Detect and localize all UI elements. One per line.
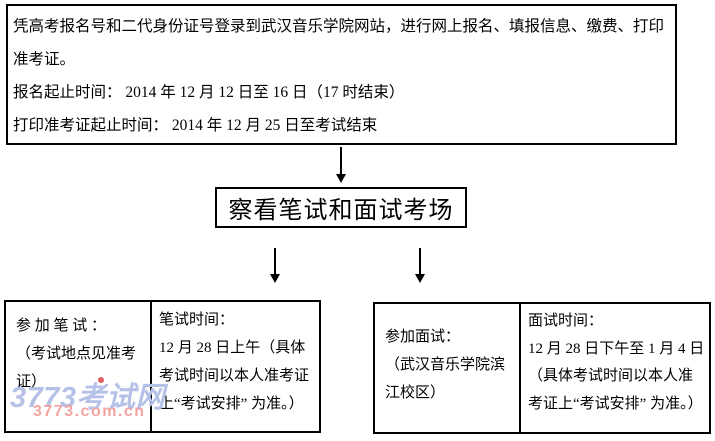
exam-room-check-box: 察看笔试和面试考场 — [215, 187, 467, 228]
watermark-dot-icon — [98, 377, 104, 383]
arrow-down-line — [340, 147, 342, 175]
signup-period-line: 报名起止时间： 2014 年 12 月 12 日至 16 日（17 时结束） — [13, 84, 405, 101]
written-exam-table: 参 加 笔 试 ： （考试地点见准考 证） 笔试时间： 12 月 28 日上午（… — [4, 300, 321, 433]
interview-participate-line: （武汉音乐学院滨 — [385, 357, 506, 373]
watermark-logo: 3773考试网 — [10, 382, 166, 414]
registration-instruction-line: 凭高考报名号和二代身份证号登录到武汉音乐学院网站，进行网上报名、填报信息、缴费、… — [13, 18, 665, 35]
interview-participate-line: 江校区） — [385, 385, 446, 401]
interview-time-line: 考证上“考试安排” 为准。） — [528, 395, 703, 412]
arrow-down-head-icon — [270, 274, 280, 283]
arrow-down-head-icon — [336, 174, 346, 183]
watermark-url: 3773.com.cn — [33, 403, 146, 420]
written-exam-time-line: 12 月 28 日上午（具体 — [159, 340, 306, 356]
exam-room-check-label: 察看笔试和面试考场 — [228, 198, 454, 224]
interview-time-cell: 面试时间： 12 月 28 日下午至 1 月 4 日 （具体考试时间以本人准 考… — [519, 304, 709, 432]
registration-info-box: 凭高考报名号和二代身份证号登录到武汉音乐学院网站，进行网上报名、填报信息、缴费、… — [6, 4, 677, 145]
print-ticket-period-line: 打印准考证起止时间： 2014 年 12 月 25 日至考试结束 — [13, 117, 378, 134]
written-exam-participate-cell: 参 加 笔 试 ： （考试地点见准考 证） — [6, 302, 150, 431]
written-exam-participate-line: 证） — [16, 374, 47, 390]
written-exam-time-cell: 笔试时间： 12 月 28 日上午（具体 考试时间以本人准考证 上“考试安排” … — [150, 302, 319, 431]
written-exam-time-line: 上“考试安排” 为准。） — [159, 396, 304, 412]
interview-table: 参加面试： （武汉音乐学院滨 江校区） 面试时间： 12 月 28 日下午至 1… — [373, 302, 711, 434]
written-exam-time-line: 考试时间以本人准考证 — [159, 368, 310, 384]
interview-participate-cell: 参加面试： （武汉音乐学院滨 江校区） — [375, 304, 519, 432]
written-exam-participate-line: （考试地点见准考 — [16, 346, 137, 362]
registration-instruction-line: 准考证。 — [13, 51, 76, 68]
interview-time-line: 12 月 28 日下午至 1 月 4 日 — [528, 340, 705, 357]
interview-time-line: 面试时间： — [528, 313, 604, 329]
written-exam-participate-line: 参 加 笔 试 ： — [16, 318, 107, 334]
written-exam-time-line: 笔试时间： — [159, 312, 235, 328]
arrow-down-line — [274, 248, 276, 275]
interview-participate-line: 参加面试： — [385, 329, 461, 345]
arrow-down-head-icon — [415, 274, 425, 283]
arrow-down-line — [419, 248, 421, 275]
interview-time-line: （具体考试时间以本人准 — [528, 368, 694, 384]
